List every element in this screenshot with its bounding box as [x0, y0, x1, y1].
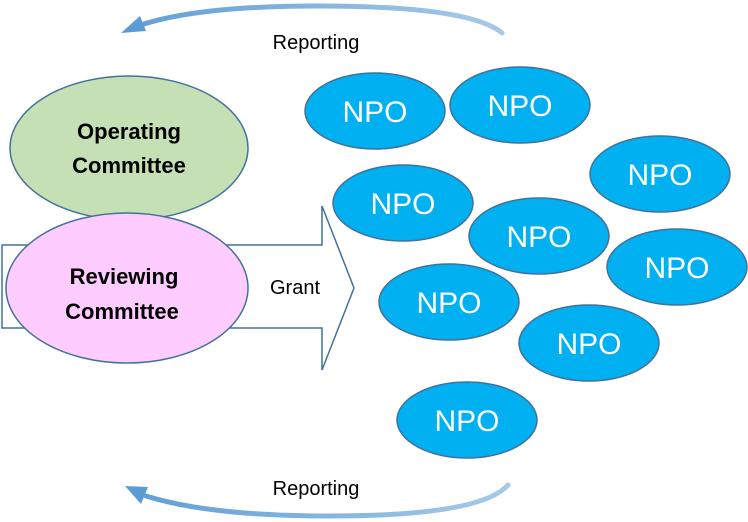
reviewing-committee-line2: Committee	[65, 299, 179, 324]
npo-bubble-9: NPO	[396, 381, 538, 459]
npo-bubble-6: NPO	[606, 228, 748, 306]
grant-label: Grant	[270, 277, 320, 299]
npo-bubble-4: NPO	[332, 164, 474, 242]
reviewing-committee-ellipse	[5, 212, 249, 364]
npo-label-1: NPO	[342, 96, 407, 129]
reporting-label-top: Reporting	[273, 32, 360, 54]
reporting-label-bottom: Reporting	[273, 478, 360, 500]
npo-label-6: NPO	[644, 252, 709, 285]
npo-bubble-1: NPO	[304, 72, 446, 150]
reporting-arrow-bottom	[125, 482, 511, 519]
npo-label-8: NPO	[556, 328, 621, 361]
operating-committee-line1: Operating	[77, 119, 181, 144]
npo-label-9: NPO	[434, 405, 499, 438]
reviewing-committee-line1: Reviewing	[70, 264, 179, 289]
npo-bubble-2: NPO	[449, 66, 591, 144]
npo-label-2: NPO	[487, 90, 552, 123]
npo-label-4: NPO	[370, 188, 435, 221]
npo-bubble-3: NPO	[589, 135, 731, 213]
npo-bubble-8: NPO	[518, 304, 660, 382]
npo-bubble-5: NPO	[468, 197, 610, 275]
operating-committee-line2: Committee	[72, 153, 186, 178]
npo-label-7: NPO	[416, 287, 481, 320]
npo-label-3: NPO	[627, 159, 692, 192]
reporting-arrow-top	[121, 3, 505, 36]
npo-label-5: NPO	[506, 221, 571, 254]
operating-committee-ellipse	[9, 75, 249, 221]
npo-bubble-7: NPO	[378, 263, 520, 341]
